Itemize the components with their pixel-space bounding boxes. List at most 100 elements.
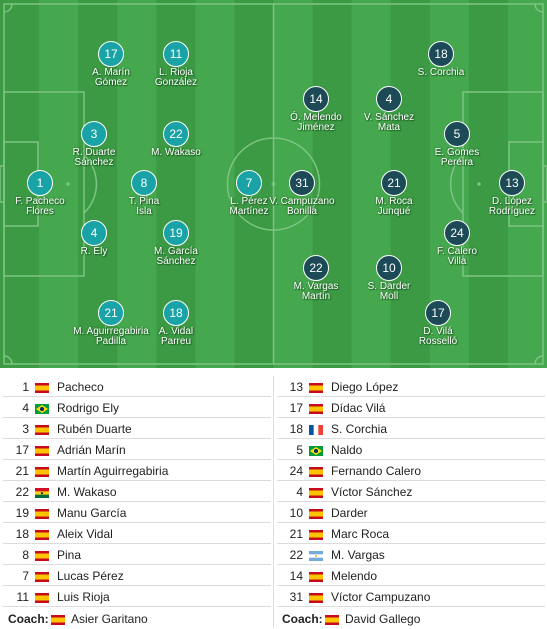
corner-arc [3,355,13,365]
player-name[interactable]: Darder [331,506,368,520]
player-name[interactable]: Dídac Vilá [331,401,386,415]
flag-es-icon [35,466,49,477]
player-name[interactable]: Melendo [331,569,378,583]
player-number: 21 [381,170,407,196]
player-name: V. Campuzano Bonilla [269,196,335,217]
shirt-number: 11 [16,590,29,604]
right-penalty-spot [477,182,481,186]
player-name[interactable]: Naldo [331,443,363,457]
shirt-number: 24 [289,464,303,478]
shirt-number: 19 [15,506,29,520]
player-number: 19 [163,220,189,246]
player-name[interactable]: Diego López [331,380,399,394]
shirt-number: 22 [15,485,29,499]
left-goal [0,165,5,203]
flag-ar-icon [309,550,323,561]
lineup-row[interactable]: 22 M. Wakaso [3,481,271,502]
left-penalty-arc [83,154,98,214]
player-name: M. Roca Junqué [375,196,413,217]
shirt-number: 21 [15,464,29,478]
player-name: S. Corchia [417,67,465,78]
player-name[interactable]: Manu García [57,506,127,520]
right-goal [542,165,547,203]
shirt-number: 10 [289,506,303,520]
player-name[interactable]: Aleix Vidal [57,527,113,541]
player-name: M. Vargas Martín [293,281,339,302]
lineup-row[interactable]: 21 Martín Aguirregabiria [3,460,271,481]
player-number: 17 [98,41,124,67]
lineup-row[interactable]: 10 Darder [277,502,545,523]
player-number: 13 [499,170,525,196]
flag-es-icon [309,487,323,498]
lineup-row[interactable]: 8 Pina [3,544,271,565]
player-number: 22 [303,255,329,281]
coach-label: Coach: [282,612,323,626]
player-name[interactable]: Luis Rioja [57,590,110,604]
lineup-row[interactable]: 11 Luis Rioja [3,586,271,607]
coach-label: Coach: [8,612,49,626]
player-number: 3 [81,121,107,147]
player-number: 4 [376,86,402,112]
player-name: F. Calero Villa [436,246,477,267]
player-name[interactable]: S. Corchia [331,422,388,436]
shirt-number: 22 [289,548,303,562]
player-name[interactable]: Fernando Calero [331,464,422,478]
flag-es-icon [309,403,323,414]
player-number: 4 [81,220,107,246]
lineup-row[interactable]: 14 Melendo [277,565,545,586]
corner-arc [534,3,544,13]
player-name[interactable]: M. Wakaso [57,485,117,499]
lineup-row[interactable]: 18 Aleix Vidal [3,523,271,544]
lineup-row[interactable]: 22 M. Vargas [277,544,545,565]
flag-es-icon [35,571,49,582]
player-name[interactable]: Martín Aguirregabiria [57,464,169,478]
player-name[interactable]: Rubén Duarte [57,422,132,436]
lineup-row[interactable]: 17 Adrián Marín [3,439,271,460]
lineup-row[interactable]: 24 Fernando Calero [277,460,545,481]
shirt-number: 17 [15,443,29,457]
flag-es-icon [35,529,49,540]
lineup-row[interactable]: 18 S. Corchia [277,418,545,439]
coach-name[interactable]: David Gallego [345,612,421,626]
player-number: 22 [163,121,189,147]
player-name: M. Aguirregabiria Padilla [73,326,149,347]
player-name: E. Gomes Pereira [434,147,480,168]
player-name: A. Marín Gómez [92,67,130,88]
flag-br-icon [35,403,49,414]
shirt-number: 18 [15,527,29,541]
shirt-number: 14 [289,569,303,583]
column-divider [273,376,274,627]
shirt-number: 8 [22,548,29,562]
player-name: L. Rioja González [154,67,198,88]
flag-es-icon [309,529,323,540]
player-name[interactable]: Rodrigo Ely [57,401,120,415]
left-penalty-spot [66,182,70,186]
player-name[interactable]: Lucas Pérez [57,569,124,583]
player-number: 17 [425,300,451,326]
lineup-row[interactable]: 19 Manu García [3,502,271,523]
player-name[interactable]: Pina [57,548,82,562]
shirt-number: 18 [289,422,303,436]
coach-name[interactable]: Asier Garitano [71,612,148,626]
player-name[interactable]: Víctor Sánchez [331,485,413,499]
player-name[interactable]: Pacheco [57,380,104,394]
player-name[interactable]: Marc Roca [331,527,390,541]
flag-es-icon [35,550,49,561]
player-name[interactable]: Víctor Campuzano [331,590,431,604]
flag-br-icon [309,445,323,456]
player-name[interactable]: M. Vargas [331,548,385,562]
player-name[interactable]: Adrián Marín [57,443,126,457]
flag-es-icon [51,614,65,625]
